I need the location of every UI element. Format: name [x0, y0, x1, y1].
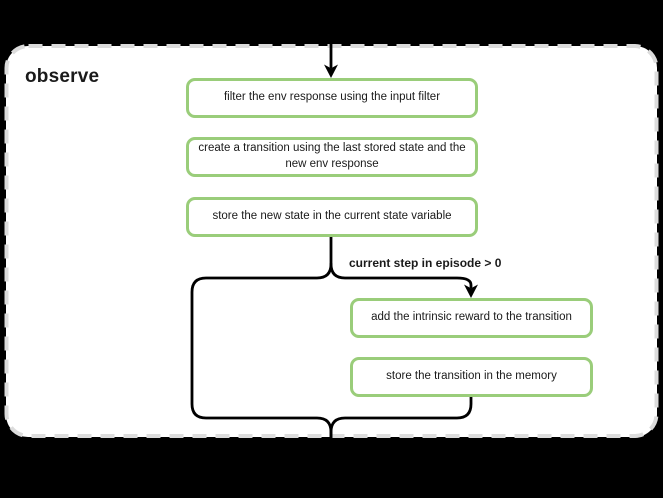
panel-title: observe — [25, 66, 100, 87]
branch-condition-label: current step in episode > 0 — [349, 256, 502, 270]
branch-false-loop-line — [190, 235, 333, 442]
branch-true-arrowhead-icon — [464, 284, 478, 298]
branch-true-line — [329, 262, 473, 289]
branch-merge-line — [329, 395, 473, 442]
step-store-new-state: store the new state in the current state… — [186, 197, 478, 237]
step-create-transition: create a transition using the last store… — [186, 137, 478, 177]
entry-arrowhead-icon — [324, 64, 338, 78]
step-store-transition-memory: store the transition in the memory — [350, 357, 593, 397]
step-filter-env-response: filter the env response using the input … — [186, 78, 478, 118]
step-add-intrinsic-reward: add the intrinsic reward to the transiti… — [350, 298, 593, 338]
